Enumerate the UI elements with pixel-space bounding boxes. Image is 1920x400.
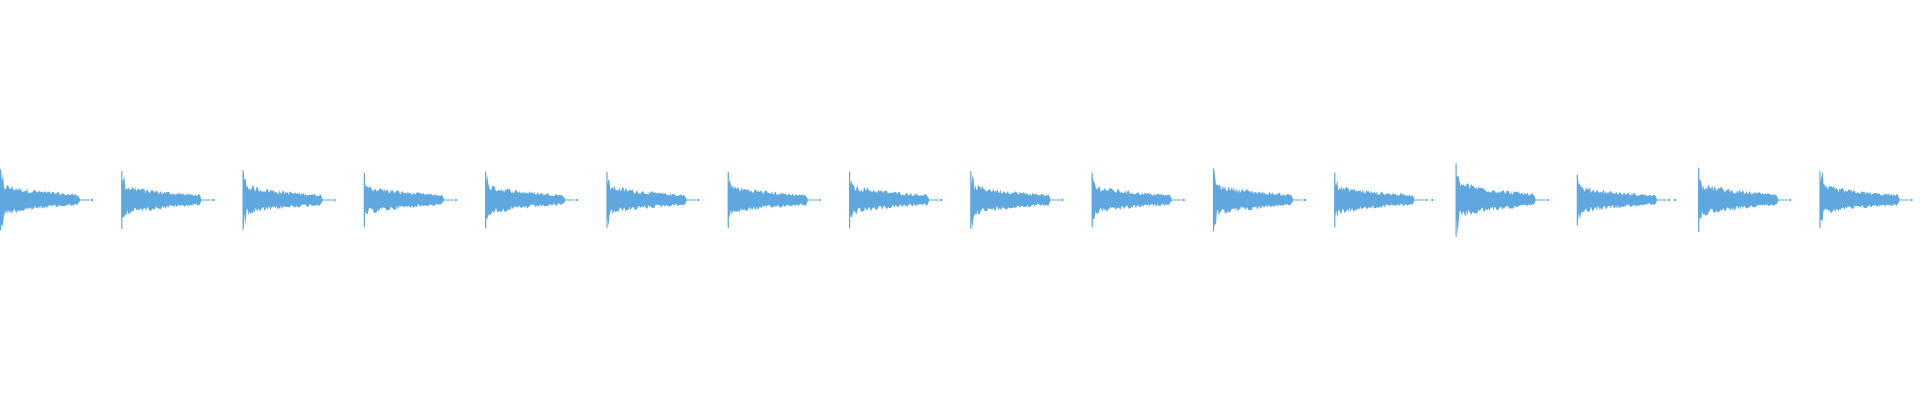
beat-transient	[970, 171, 1064, 231]
residual-dot	[1789, 199, 1792, 201]
residual-dot	[454, 199, 457, 201]
beat-transient	[727, 171, 821, 228]
residual-dot	[1304, 199, 1306, 201]
beat-transient	[1334, 172, 1434, 228]
residual-dot	[212, 199, 215, 201]
residual-dot	[576, 199, 579, 201]
transient-envelope	[1576, 174, 1657, 227]
beat-transient	[606, 167, 700, 228]
transient-envelope	[0, 168, 80, 227]
residual-dot	[1425, 199, 1428, 201]
residual-dot	[1431, 199, 1434, 201]
beat-transient	[121, 171, 215, 229]
transient-envelope	[727, 171, 808, 225]
beat-transient	[0, 168, 93, 231]
transient-envelope	[121, 175, 202, 221]
beat-transient	[1698, 164, 1792, 232]
beat-transient	[1091, 169, 1185, 228]
beat-transient	[848, 168, 943, 229]
transient-envelope	[1455, 172, 1536, 239]
beat-transient	[1819, 166, 1913, 229]
transient-envelope	[485, 170, 566, 231]
beat-transient	[1212, 168, 1306, 232]
residual-dot	[1667, 199, 1670, 201]
residual-dot	[91, 199, 93, 201]
beat-transient	[1455, 163, 1549, 239]
transient-envelope	[363, 170, 444, 226]
beat-transient	[242, 168, 336, 232]
transient-envelope	[1819, 166, 1900, 223]
residual-dot	[1673, 199, 1676, 201]
transient-envelope	[1698, 164, 1779, 222]
beat-transient	[485, 170, 579, 231]
transient-envelope	[1213, 168, 1293, 228]
residual-dot	[697, 199, 700, 201]
residual-dot	[1546, 199, 1549, 201]
transient-envelope	[849, 168, 930, 229]
residual-dot	[1182, 199, 1185, 201]
transient-envelope	[242, 168, 323, 232]
residual-dot	[818, 199, 821, 201]
transient-envelope	[970, 175, 1051, 231]
residual-dot	[333, 199, 336, 201]
transient-envelope	[1091, 169, 1172, 228]
residual-dot	[1910, 199, 1913, 201]
beat-transient	[1576, 174, 1676, 227]
transient-envelope	[606, 167, 687, 227]
residual-dot	[940, 199, 943, 201]
transient-envelope	[1334, 178, 1415, 219]
beat-transient	[363, 170, 457, 228]
residual-dot	[1061, 199, 1064, 201]
